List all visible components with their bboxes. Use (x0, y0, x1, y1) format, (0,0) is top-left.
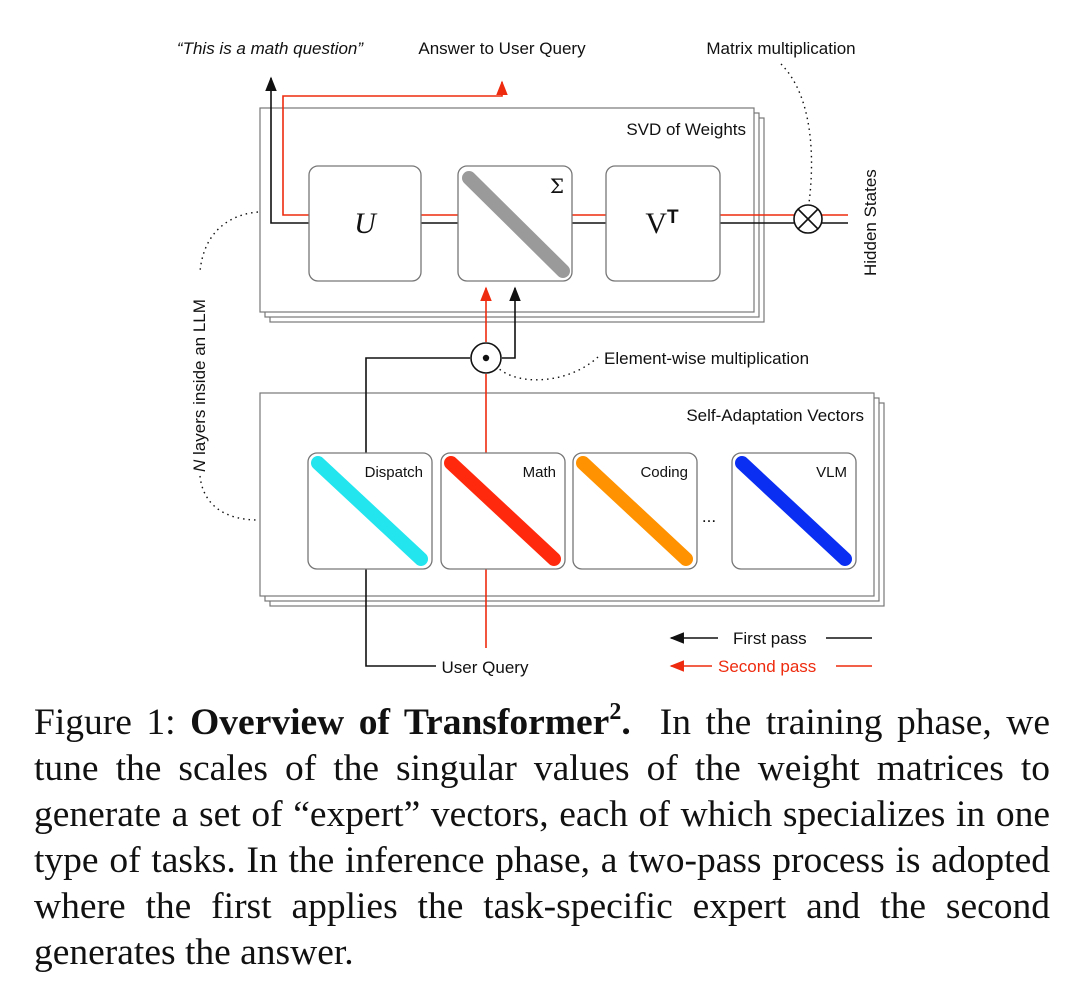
sav-title: Self-Adaptation Vectors (686, 406, 864, 425)
vector-diagonal-math (444, 456, 561, 566)
legend: First pass Second pass (669, 629, 872, 676)
first-pass-output-line (265, 76, 309, 224)
vector-label-math: Math (523, 464, 556, 481)
layers-callout-bottom (199, 475, 259, 521)
figure-caption: Figure 1: Overview of Transformer2. In t… (34, 700, 1050, 976)
u-label: U (354, 207, 378, 240)
vector-label-dispatch: Dispatch (365, 464, 423, 481)
vector-box-coding: Coding (572, 452, 698, 570)
vector-box-math: Math (440, 452, 566, 570)
layers-label: N layers inside an LLM (190, 299, 209, 472)
caption-title: Overview of Transformer2. (190, 699, 631, 743)
u-matrix (308, 165, 422, 282)
elementwise-label: Element-wise multiplication (604, 349, 809, 368)
vector-diagonal-dispatch (311, 456, 428, 566)
elementwise-callout (497, 356, 599, 381)
second-pass-output-line (282, 80, 508, 216)
svd-title: SVD of Weights (626, 120, 746, 139)
vector-diagonal-coding (576, 456, 693, 566)
legend-first-pass: First pass (733, 629, 807, 648)
user-query-label: User Query (442, 658, 529, 677)
matrix-multiplication-label: Matrix multiplication (706, 39, 855, 58)
sigma-label: Σ (550, 174, 564, 198)
math-question-label: “This is a math question” (177, 39, 364, 58)
vector-box-vlm: VLM (731, 452, 857, 570)
caption-prefix: Figure 1: (34, 702, 191, 743)
vector-diagonal-vlm (735, 456, 852, 566)
vector-box-dispatch: Dispatch (307, 452, 433, 570)
v-label: VT (645, 207, 679, 240)
answer-label: Answer to User Query (418, 39, 586, 58)
hidden-states-label: Hidden States (861, 169, 880, 276)
legend-second-pass: Second pass (718, 657, 816, 676)
vector-boxes: Dispatch Math Coding VLM (307, 452, 857, 570)
sigma-diagonal (462, 171, 570, 278)
caption-body: In the training phase, we tune the scale… (34, 702, 1060, 973)
architecture-diagram: SVD of Weights Self-Adaptation Vectors U… (177, 39, 885, 677)
vector-label-vlm: VLM (816, 464, 847, 481)
elementwise-multiplication-icon (470, 342, 502, 374)
ellipsis: ... (702, 507, 716, 526)
layers-callout-top (199, 211, 259, 273)
vector-label-coding: Coding (640, 464, 688, 481)
v-matrix (605, 165, 721, 282)
matrix-multiplication-icon (793, 204, 823, 234)
matrix-mult-callout (780, 63, 813, 204)
